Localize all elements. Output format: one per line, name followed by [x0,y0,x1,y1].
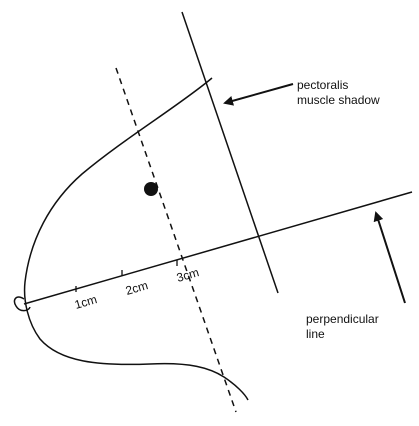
perpendicular-label-line1: perpendicular [306,312,379,326]
pectoralis-label-line1: pectoralis [297,78,348,92]
scale-tick-label-1cm: 1cm [73,292,99,312]
breast-contour [23,77,249,401]
scale-tick-label-2cm: 2cm [124,278,150,298]
nipple-loop [13,296,31,312]
perpendicular-arrow [373,211,406,304]
pectoralis-muscle-shadow-line [181,11,279,294]
pectoralis-arrow [223,83,294,106]
dashed-reference-line [115,67,237,413]
pectoralis-label-line2: muscle shadow [297,93,380,107]
perpendicular-label-line2: line [306,327,325,341]
lesion-dot [144,182,158,196]
perpendicular-line [23,191,413,305]
scale-tick-label-3cm: 3cm [175,265,201,285]
